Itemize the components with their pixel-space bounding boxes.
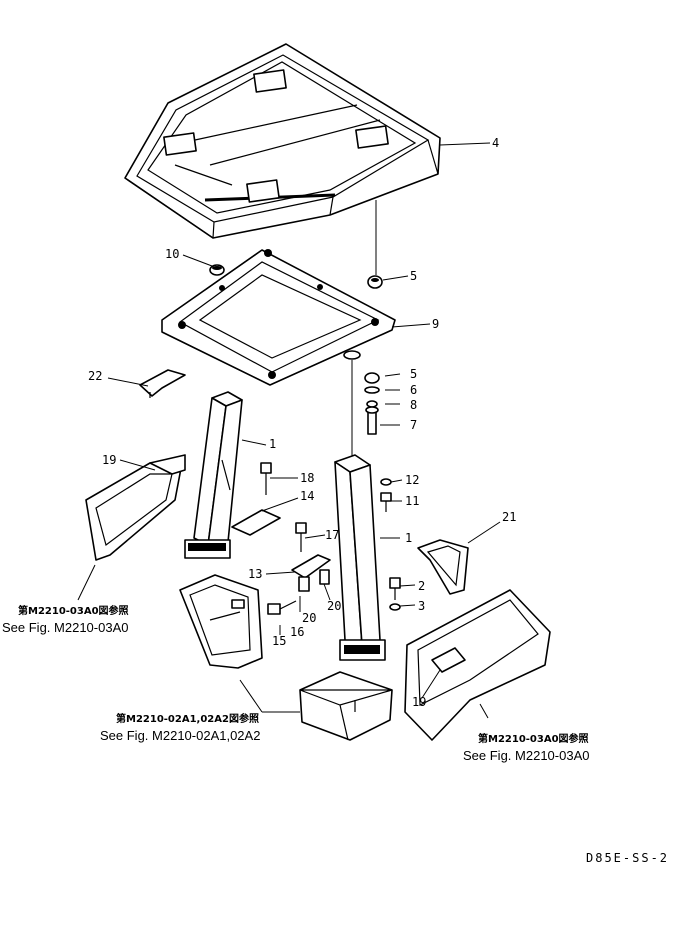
bolt-11 (380, 492, 392, 512)
label-part-12: 12 (405, 473, 419, 487)
ref-right-en: See Fig. M2210-03A0 (463, 748, 589, 763)
plate-14 (231, 509, 281, 536)
cover-left (85, 454, 186, 561)
label-part-19a: 19 (102, 453, 116, 467)
label-part-15: 15 (272, 634, 286, 648)
label-part-20b: 20 (327, 599, 341, 613)
ref-center-jp: 第M2210-02A1,02A2図参照 (116, 712, 259, 725)
fastener-stack (351, 360, 380, 470)
leader-lines (77, 142, 501, 713)
label-part-10: 10 (165, 247, 179, 261)
frame (161, 249, 396, 386)
pad-10 (209, 264, 225, 276)
washer-3 (389, 603, 401, 611)
label-part-8: 8 (410, 398, 417, 412)
floor-plate (124, 43, 441, 239)
label-part-17: 17 (325, 528, 339, 542)
label-part-5b: 5 (410, 367, 417, 381)
ref-left-jp: 第M2210-03A0図参照 (18, 604, 129, 617)
pillar-left (184, 391, 243, 559)
reference-callouts: 第M2210-03A0図参照 See Fig. M2210-03A0 第M221… (2, 604, 589, 763)
label-part-19b: 19 (412, 695, 426, 709)
label-part-3: 3 (418, 599, 425, 613)
label-part-20a: 20 (302, 611, 316, 625)
label-part-5a: 5 (410, 269, 417, 283)
washer-12 (380, 478, 392, 486)
casting-center (299, 671, 393, 741)
bracket-13 (291, 554, 331, 579)
cover-right (404, 589, 551, 741)
bracket-21 (417, 539, 469, 595)
bolt-15 (267, 600, 297, 615)
label-part-11: 11 (405, 494, 419, 508)
label-part-4: 4 (492, 136, 499, 150)
label-part-1a: 1 (269, 437, 276, 451)
label-part-2: 2 (418, 579, 425, 593)
casting-left (179, 574, 263, 669)
ref-right-jp: 第M2210-03A0図参照 (478, 732, 589, 745)
drawing-code: D85E-SS-2 (586, 851, 669, 865)
label-part-18: 18 (300, 471, 314, 485)
label-part-7: 7 (410, 418, 417, 432)
label-part-6: 6 (410, 383, 417, 397)
part-labels: 1 1 2 3 4 5 5 6 7 8 9 10 11 12 13 14 15 … (88, 136, 516, 709)
label-part-1b: 1 (405, 531, 412, 545)
label-part-16: 16 (290, 625, 304, 639)
bracket-22 (139, 369, 186, 398)
ref-left-en: See Fig. M2210-03A0 (2, 620, 128, 635)
label-part-9: 9 (432, 317, 439, 331)
bolt-2 (389, 577, 401, 600)
ref-center-en: See Fig. M2210-02A1,02A2 (100, 728, 260, 743)
bolt-17 (295, 522, 307, 552)
bolt-18 (260, 462, 272, 495)
label-part-21: 21 (502, 510, 516, 524)
pillar-right (334, 454, 386, 661)
label-part-13: 13 (248, 567, 262, 581)
nut-5-upper (367, 275, 383, 289)
label-part-22: 22 (88, 369, 102, 383)
label-part-14: 14 (300, 489, 314, 503)
